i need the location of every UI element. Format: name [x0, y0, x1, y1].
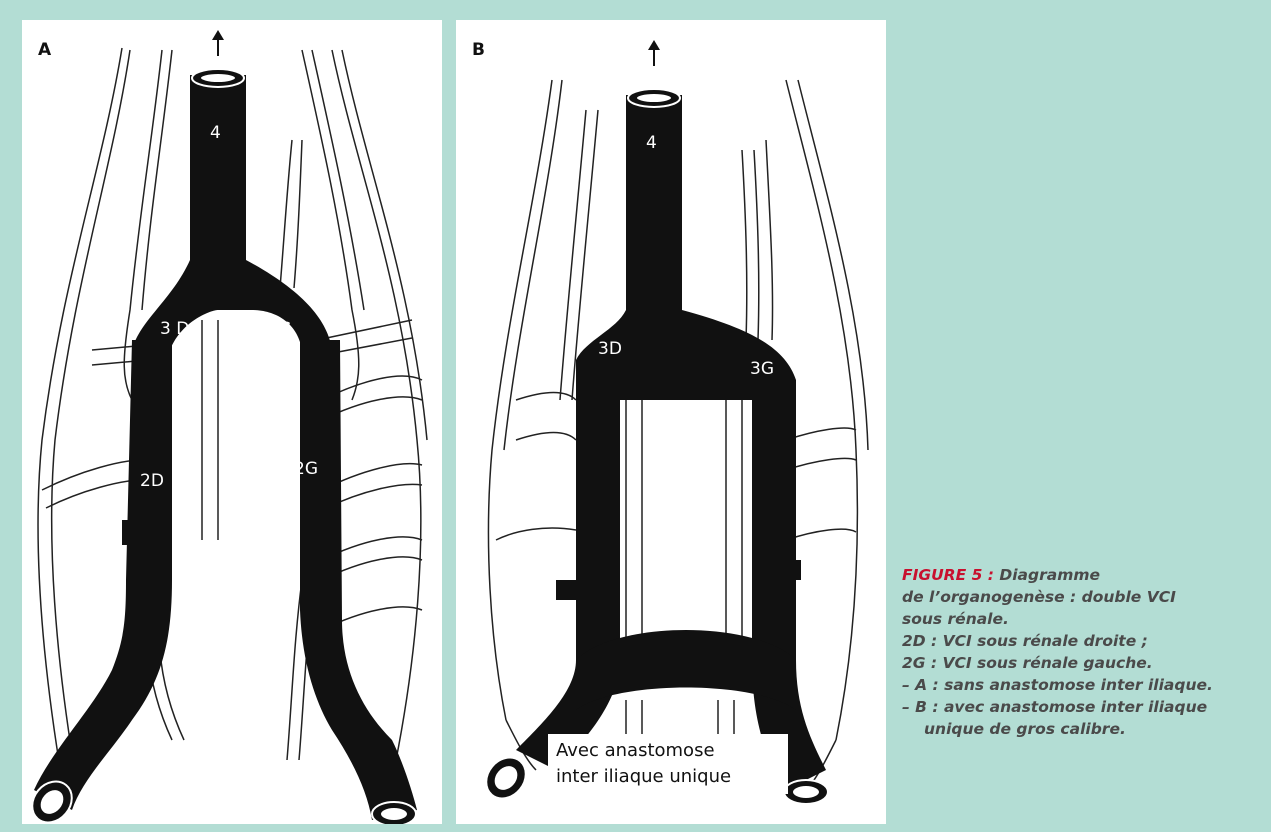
- annotation-line-1: Avec anastomose: [556, 740, 715, 761]
- caption-line-2: de l’organogenèse : double VCI: [902, 586, 1262, 608]
- panel-b-main-vessels: [516, 95, 826, 790]
- diagram-panel-b: B: [456, 20, 886, 824]
- caption-line-4: 2D : VCI sous rénale droite ;: [902, 630, 1262, 652]
- caption-bullet-a: – A : sans anastomose inter iliaque.: [902, 674, 1262, 696]
- label-3g: 3 G: [262, 319, 291, 339]
- figure-caption: FIGURE 5 : Diagramme de l’organogenèse :…: [902, 564, 1262, 740]
- panel-b-drawing: 4 3D 3G Avec anastomose inter iliaque un…: [456, 20, 886, 824]
- diagram-panel-a: A: [22, 20, 442, 824]
- label-4: 4: [210, 123, 221, 143]
- label-3g: 3G: [750, 359, 774, 379]
- panel-b-up-arrow: [648, 40, 660, 66]
- annotation-line-2: inter iliaque unique: [556, 766, 731, 787]
- caption-bullet-b: – B : avec anastomose inter iliaque uniq…: [902, 696, 1262, 740]
- caption-title: FIGURE 5 :: [902, 566, 994, 584]
- panel-a-drawing: 4 3 D 3 G 2D 2G: [22, 20, 442, 824]
- caption-line-3: sous rénale.: [902, 608, 1262, 630]
- panel-a-up-arrow: [212, 30, 224, 56]
- label-3d: 3D: [598, 339, 622, 359]
- label-4: 4: [646, 133, 657, 153]
- panel-a-main-vessels: [34, 75, 417, 820]
- label-3d: 3 D: [160, 319, 189, 339]
- label-2g: 2G: [294, 459, 318, 479]
- caption-line-5: 2G : VCI sous rénale gauche.: [902, 652, 1262, 674]
- caption-title-rest: Diagramme: [999, 566, 1100, 584]
- label-2d: 2D: [140, 471, 164, 491]
